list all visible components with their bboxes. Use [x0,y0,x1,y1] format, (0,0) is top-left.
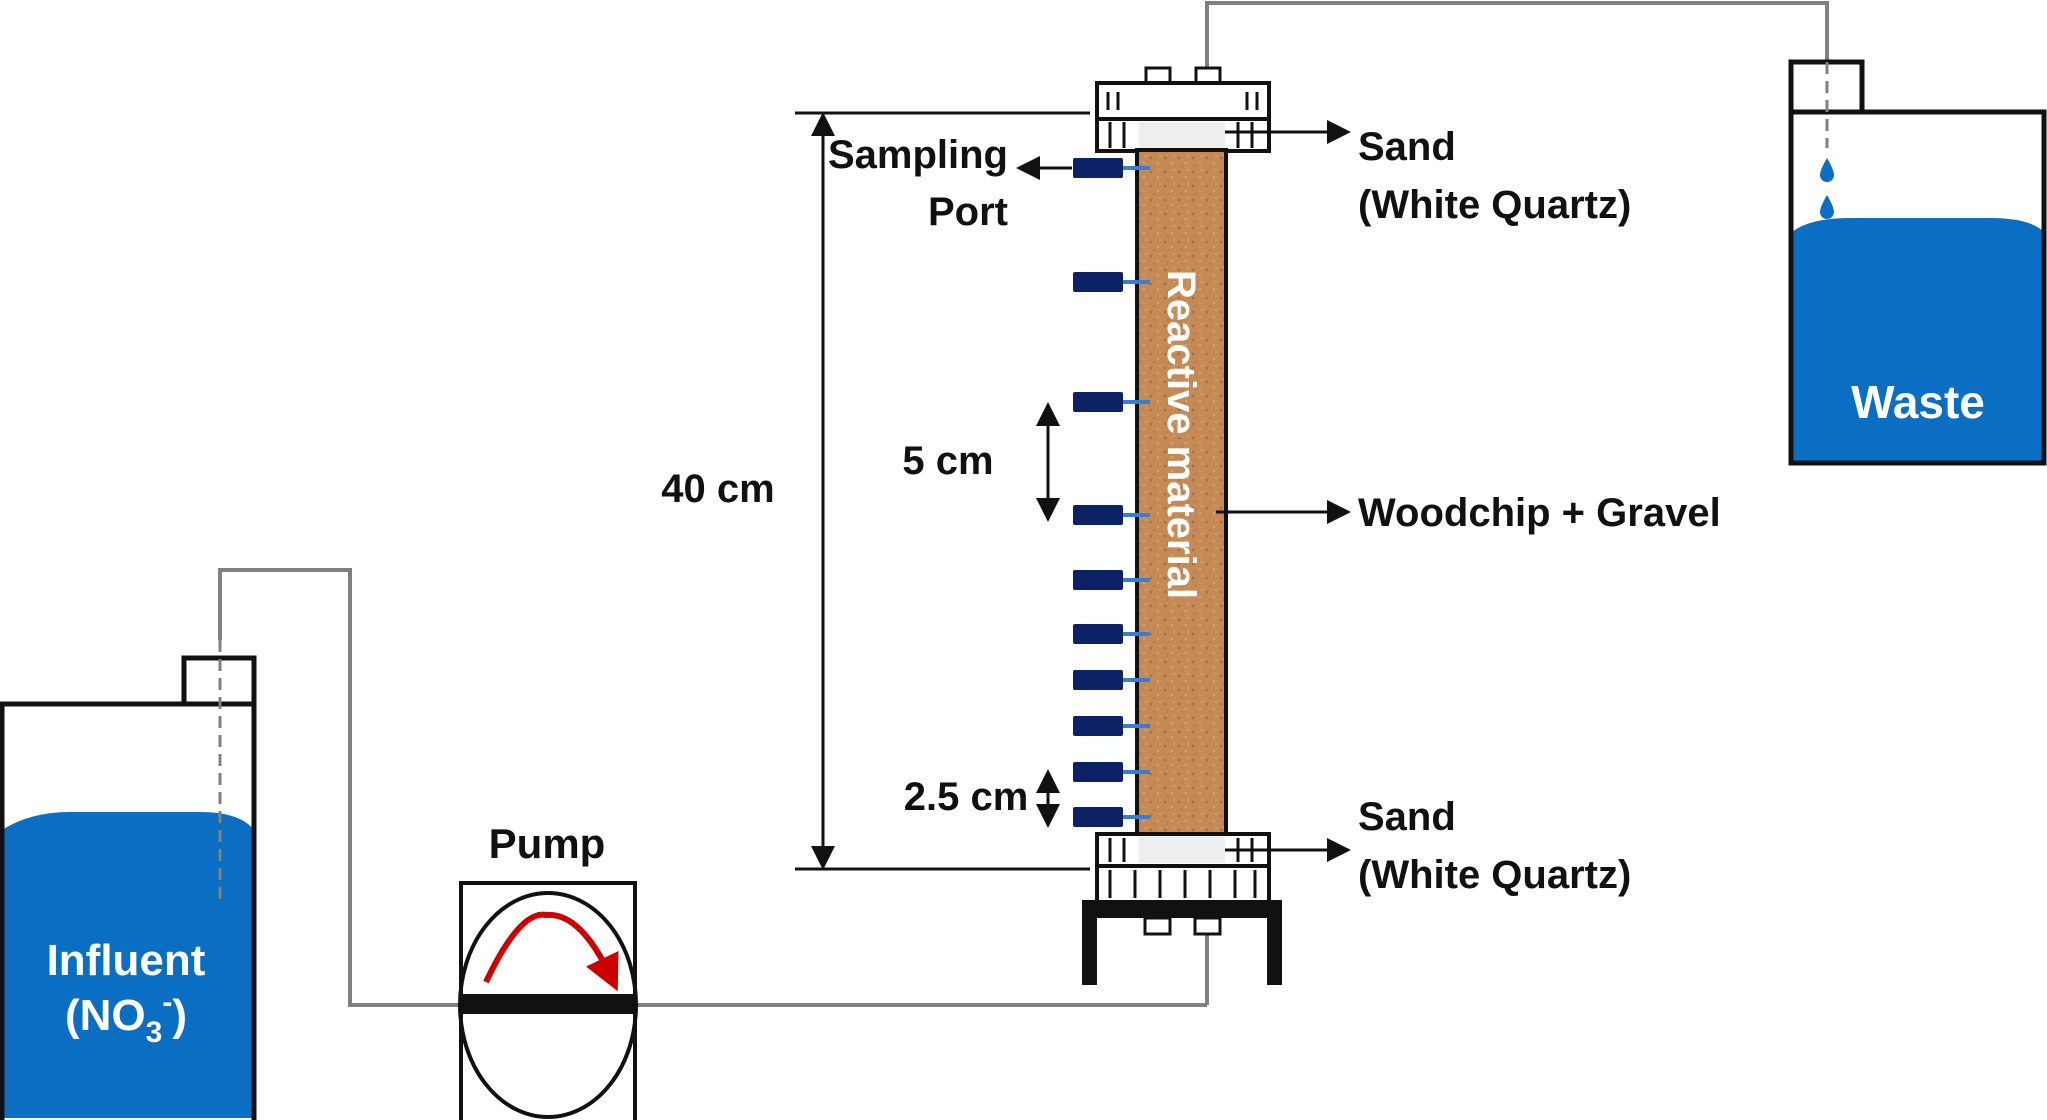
sampling-port [1073,762,1123,782]
peristaltic-pump: Pump [458,820,638,1120]
pump-label: Pump [489,820,606,867]
woodchip-label: Woodchip + Gravel [1358,491,1721,535]
sampling-port [1073,570,1123,590]
influent-tank: Influent (NO3-) [0,640,257,1120]
sampling-port [1073,624,1123,644]
waste-label: Waste [1851,376,1985,428]
influent-to-pump-tube [218,568,462,1007]
bottom-end-cap [1082,832,1282,985]
bottom-sand-layer [1139,837,1225,863]
influent-water [2,812,254,1118]
top-sand-layer [1139,122,1225,148]
pump-rotor [458,891,638,1119]
pump-rotation-arrow-icon [483,911,619,992]
top-end-cap [1095,66,1271,153]
column-stand [1082,900,1282,918]
sampling-port-label-line2: Port [928,190,1008,234]
top-sand-label: Sand [1358,125,1456,169]
sampling-port [1073,716,1123,736]
tubing [218,1,1829,1007]
influent-formula: (NO3-) [65,986,187,1049]
influent-label: Influent [47,936,206,985]
reactive-material-label: Reactive material [1159,270,1203,599]
pump-tube-clamp [461,994,635,1014]
layer-annotations: Sand (White Quartz) Woodchip + Gravel Sa… [1216,120,1721,897]
sampling-port [1073,392,1123,412]
reactive-material-fill [1135,148,1228,836]
bottom-fitting-left [1143,916,1172,936]
stand-leg-right [1267,900,1282,985]
spacing-2-5cm-label: 2.5 cm [904,775,1029,819]
reactor-column: Reactive material [1073,66,1282,985]
waste-water [1792,218,2044,462]
water-drop-icon [1820,158,1834,182]
sampling-port [1073,670,1123,690]
sampling-port [1073,807,1123,827]
sampling-port [1073,158,1123,178]
sampling-port [1073,272,1123,292]
sampling-port-label-line1: Sampling [828,133,1008,177]
top-sand-sublabel: (White Quartz) [1358,183,1631,227]
sampling-port [1073,505,1123,525]
sampling-ports [1073,158,1150,827]
spacing-5cm-label: 5 cm [902,439,993,483]
water-drop-icon [1820,195,1834,219]
bottom-fitting-right [1193,916,1222,936]
stand-leg-left [1082,900,1097,985]
bottom-sand-label: Sand [1358,795,1456,839]
column-to-waste-tube [1205,1,1829,70]
waste-tank: Waste [1788,59,2047,466]
sampling-port-callout: Sampling Port [828,133,1072,234]
bottom-sand-sublabel: (White Quartz) [1358,853,1631,897]
dimensions: 40 cm 5 cm 2.5 cm [661,111,1090,871]
height-label: 40 cm [661,467,774,511]
waste-tank-body [1788,109,2047,466]
